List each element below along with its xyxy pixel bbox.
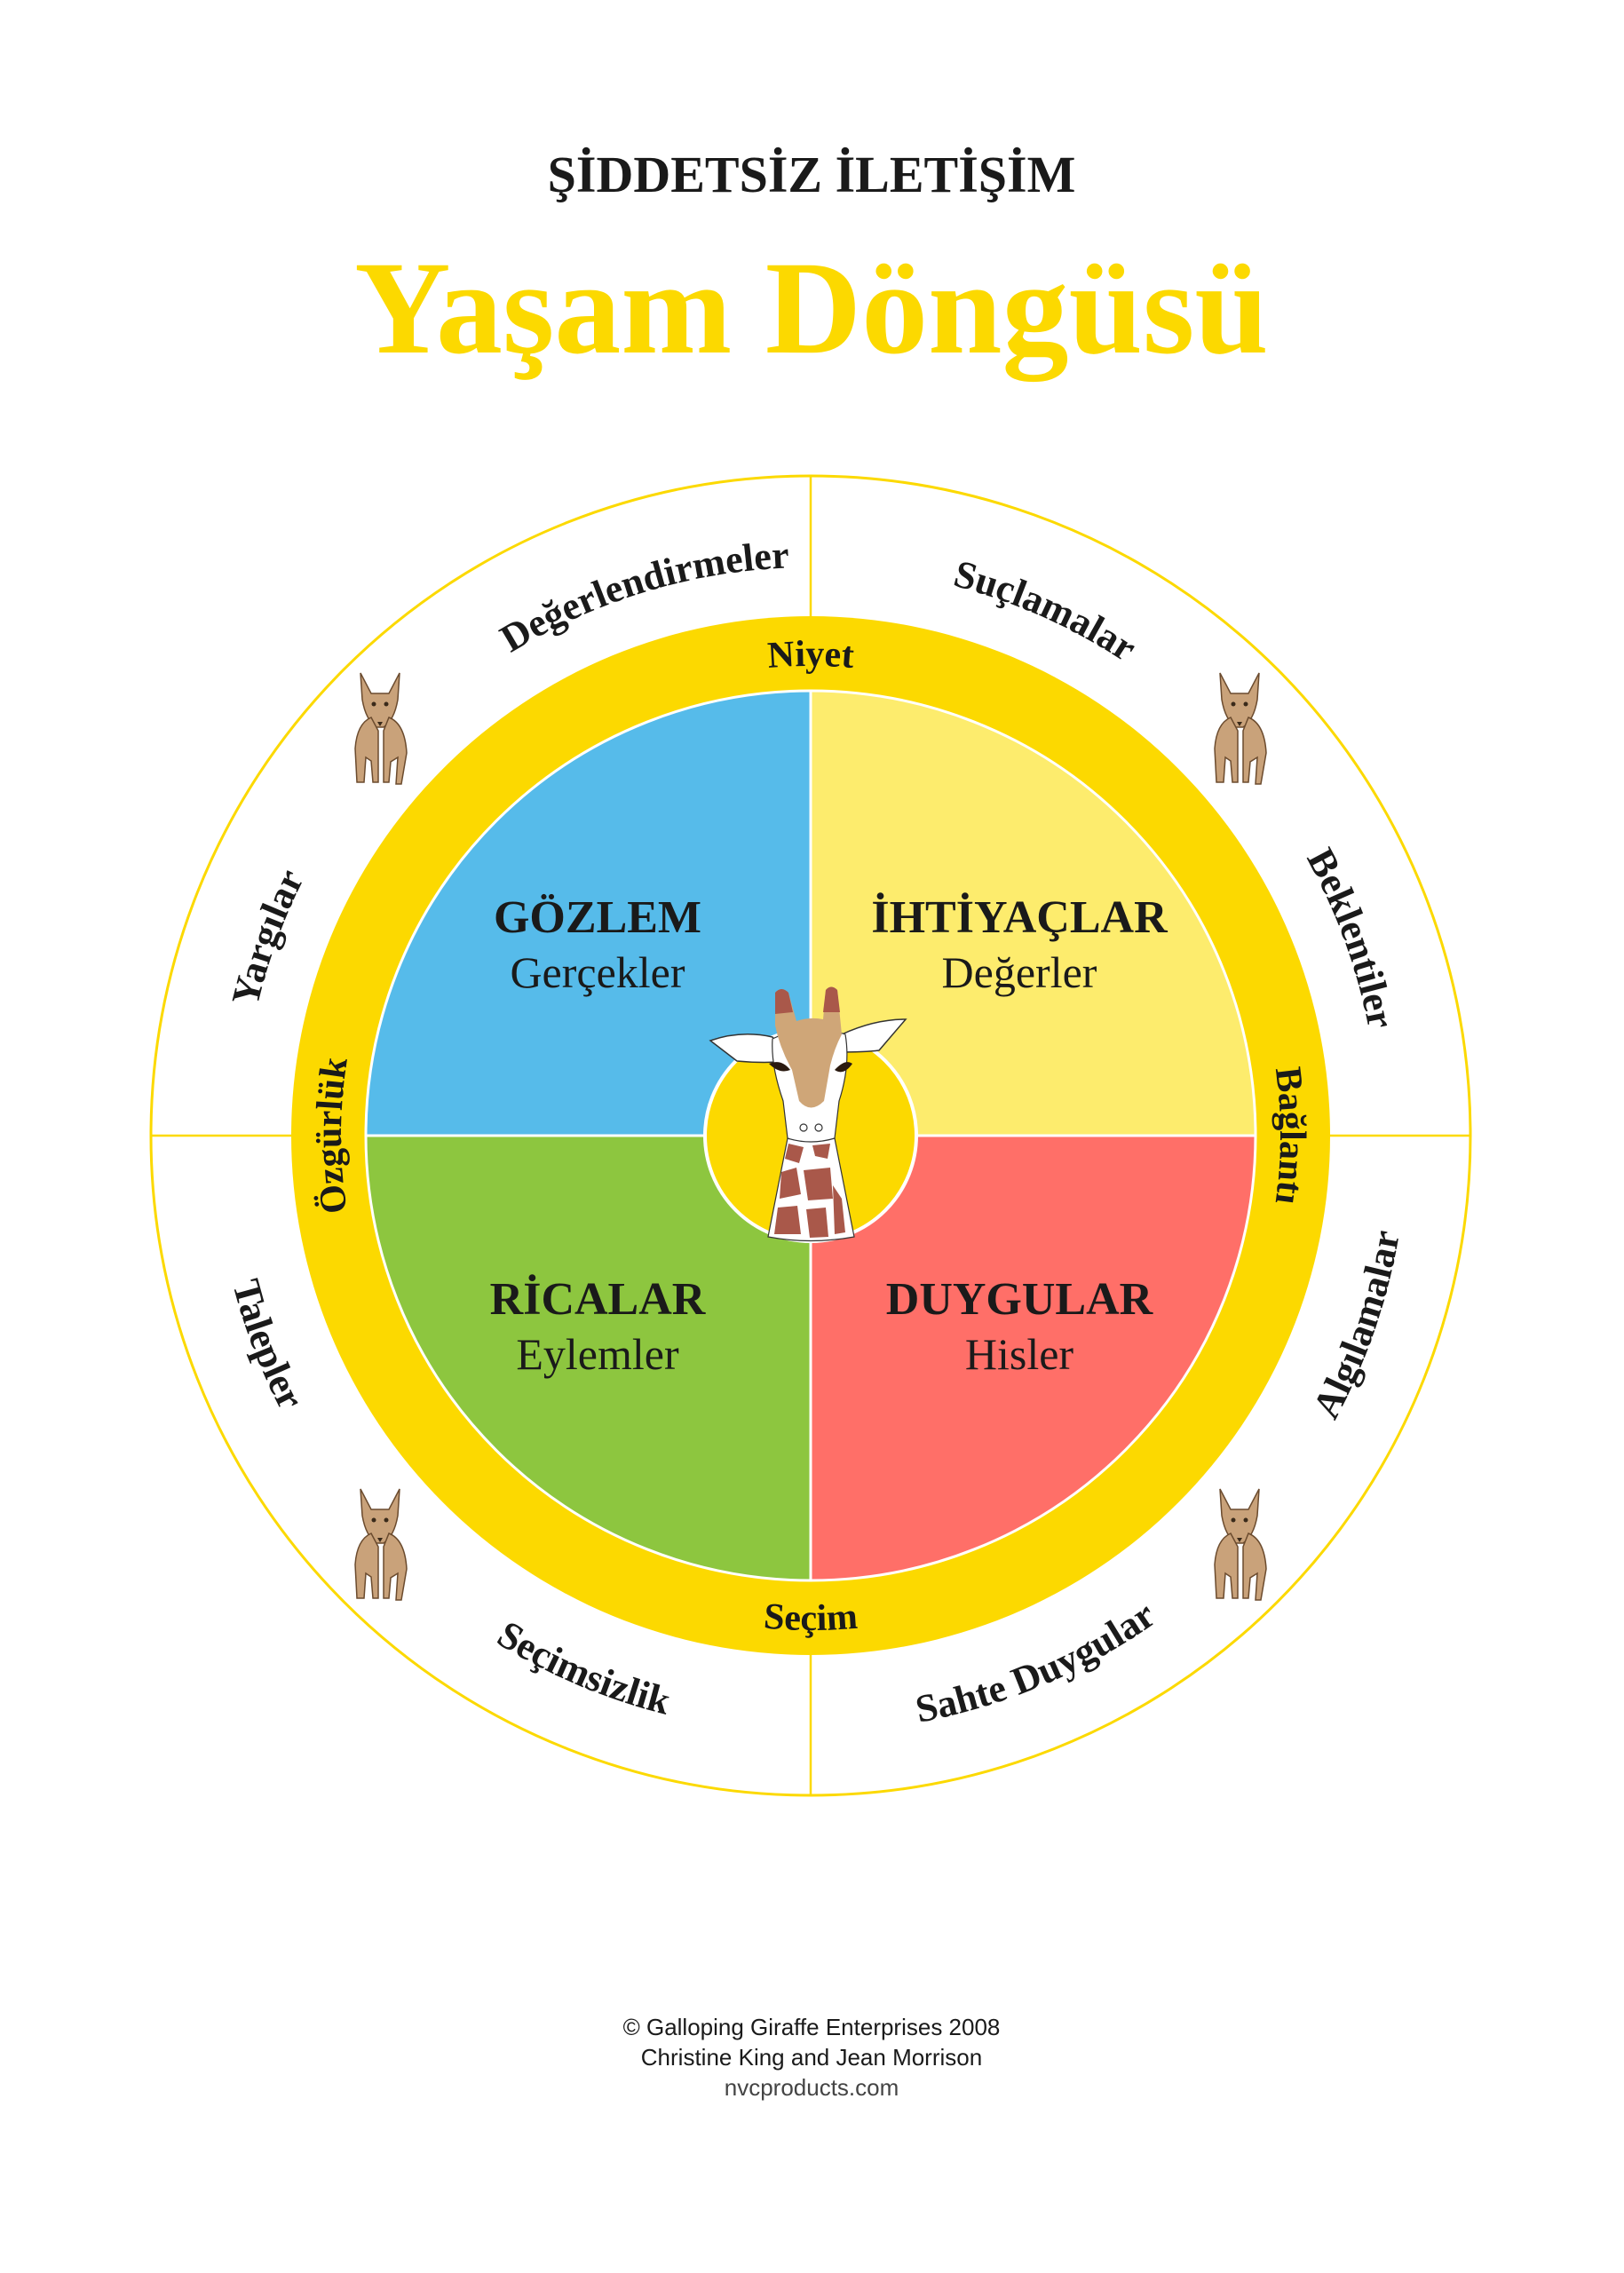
ring-label: Seçim	[763, 1596, 859, 1639]
jackal-icon	[1214, 1488, 1267, 1601]
jackal-icon	[1214, 672, 1267, 785]
giraffe-logo	[703, 986, 918, 1243]
ring-label-text: Niyet	[766, 634, 855, 677]
quadrant-subtitle-requests: Eylemler	[516, 1329, 679, 1379]
poster-subtitle: ŞİDDETSİZ İLETİŞİM	[548, 146, 1076, 203]
footer-copyright: © Galloping Giraffe Enterprises 2008	[623, 2014, 1001, 2040]
quadrant-feelings	[811, 1136, 1256, 1580]
ring-label-text: Seçim	[763, 1596, 859, 1639]
footer-authors: Christine King and Jean Morrison	[641, 2044, 982, 2071]
giraffe-right-horn	[823, 986, 840, 1012]
life-cycle-wheel: GÖZLEM Gerçekler İHTİYAÇLAR Değerler RİC…	[149, 474, 1472, 1797]
quadrant-subtitle-observation: Gerçekler	[510, 947, 685, 997]
quadrant-subtitle-feelings: Hisler	[965, 1329, 1074, 1379]
giraffe-left-horn	[775, 989, 793, 1014]
quadrant-requests	[366, 1136, 811, 1580]
giraffe-head	[775, 986, 842, 1108]
ring-label-text: Bağlantı	[1267, 1065, 1312, 1207]
quadrant-title-feelings: DUYGULAR	[886, 1274, 1154, 1325]
ring-label: Özgürlük	[309, 1054, 356, 1216]
ring-label-text: Özgürlük	[309, 1054, 356, 1216]
poster-title: Yaşam Döngüsü	[354, 234, 1269, 382]
quadrant-title-requests: RİCALAR	[490, 1274, 707, 1325]
jackal-icon	[354, 1488, 408, 1601]
footer-website[interactable]: nvcproducts.com	[725, 2074, 899, 2101]
quadrant-title-needs: İHTİYAÇLAR	[871, 892, 1168, 943]
jackal-icon	[354, 672, 408, 785]
quadrant-subtitle-needs: Değerler	[942, 947, 1097, 997]
ring-label: Bağlantı	[1267, 1065, 1312, 1207]
quadrant-title-observation: GÖZLEM	[494, 892, 701, 943]
quadrant-observation	[366, 691, 811, 1136]
quadrant-needs	[811, 691, 1256, 1136]
ring-label: Niyet	[766, 634, 855, 677]
